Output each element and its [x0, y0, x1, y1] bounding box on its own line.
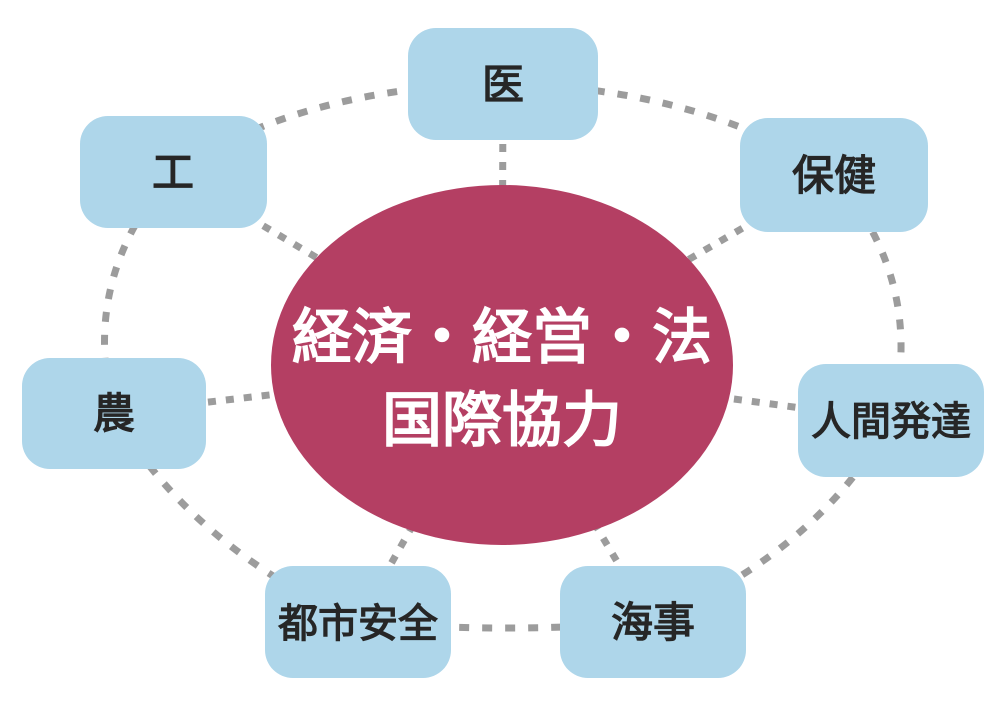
- node-health-box: [740, 118, 928, 232]
- node-health-label: 保健: [792, 151, 876, 200]
- node-maritime-box: [560, 566, 746, 678]
- node-urban-safety-label: 都市安全: [277, 601, 439, 647]
- center-ellipse: [271, 185, 733, 545]
- node-engineering-label: 工: [152, 148, 194, 197]
- node-medicine-label: 医: [482, 60, 524, 109]
- node-boxes: [22, 28, 984, 678]
- node-maritime-label: 海事: [611, 598, 695, 647]
- center-label-line2: 国際協力: [382, 386, 622, 456]
- node-agriculture-label: 農: [93, 389, 135, 438]
- node-human-development-label: 人間発達: [811, 399, 971, 445]
- arc-engineering-medicine: [171, 80, 504, 175]
- node-labels: 医 保健 人間発達 海事 都市安全 農 工: [93, 60, 971, 647]
- center-text: 経済・経営・法 国際協力: [292, 303, 712, 456]
- node-medicine-box: [408, 28, 598, 140]
- node-agriculture-box: [22, 358, 206, 469]
- center-label-line1: 経済・経営・法: [292, 303, 712, 373]
- node-urban-safety-box: [265, 566, 451, 678]
- node-engineering-box: [80, 116, 267, 228]
- node-human-development-box: [798, 364, 984, 477]
